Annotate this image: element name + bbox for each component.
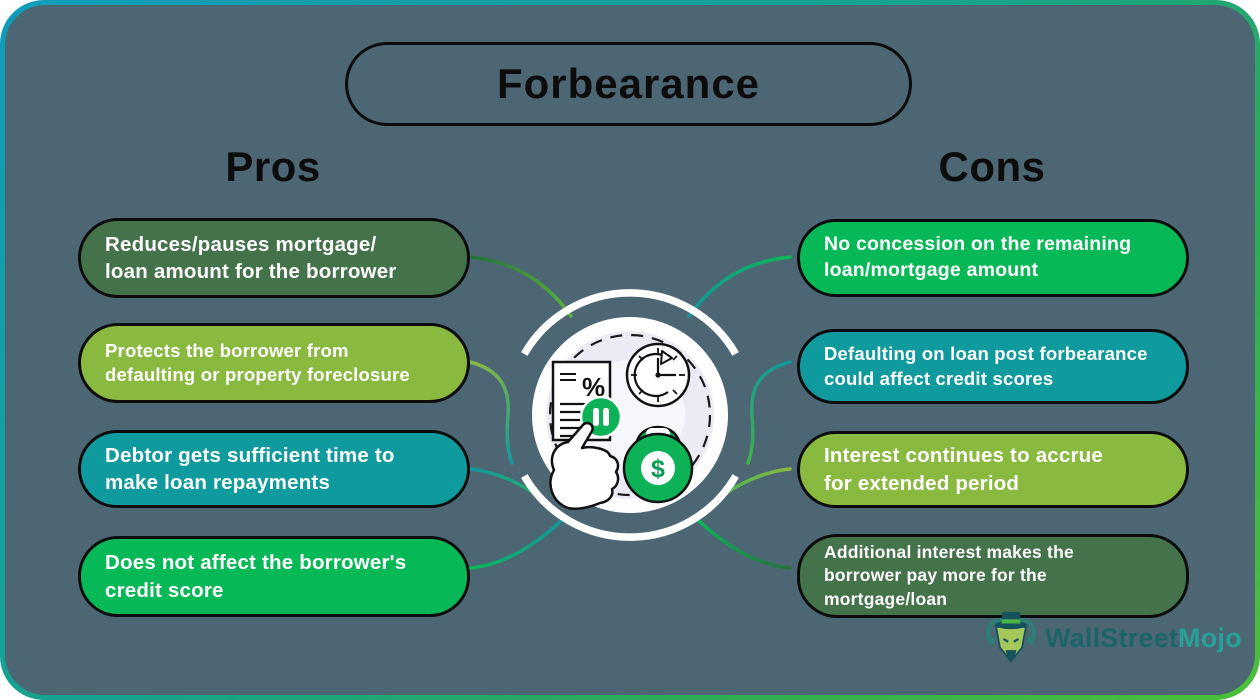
title-pill: Forbearance (345, 42, 912, 126)
center-illustration: % (521, 289, 739, 541)
bull-logo-icon (986, 611, 1036, 663)
pointing-hand-icon (549, 421, 620, 511)
pro-item-4: Does not affect the borrower's credit sc… (78, 536, 470, 617)
logo-part-wallstreet: WallStreet (1045, 622, 1179, 653)
wallstreetmojo-logo: WallStreetMojo (982, 610, 1242, 666)
clock-history-icon (625, 342, 691, 408)
con-item-4: Additional interest makes the borrower p… (797, 534, 1189, 618)
pro-item-3: Debtor gets sufficient time to make loan… (78, 430, 470, 508)
kettlebell-dollar-icon: $ (622, 425, 694, 504)
pro-item-2: Protects the borrower from defaulting or… (78, 323, 470, 403)
pro-item-1: Reduces/pauses mortgage/ loan amount for… (78, 218, 470, 298)
con-item-2: Defaulting on loan post forbearance coul… (797, 329, 1189, 404)
dashed-circle (548, 333, 712, 497)
svg-text:%: % (582, 372, 605, 402)
dollar-glyph: $ (651, 455, 665, 483)
logo-part-mojo: Mojo (1178, 622, 1242, 653)
cons-heading: Cons (938, 143, 1046, 190)
page-title: Forbearance (496, 60, 761, 107)
outer-arc (521, 289, 739, 541)
con-item-1: No concession on the remaining loan/mort… (797, 219, 1189, 297)
logo-text: WallStreetMojo (1045, 623, 1242, 654)
con-item-3: Interest continues to accrue for extende… (797, 431, 1189, 508)
pros-heading: Pros (225, 143, 321, 190)
